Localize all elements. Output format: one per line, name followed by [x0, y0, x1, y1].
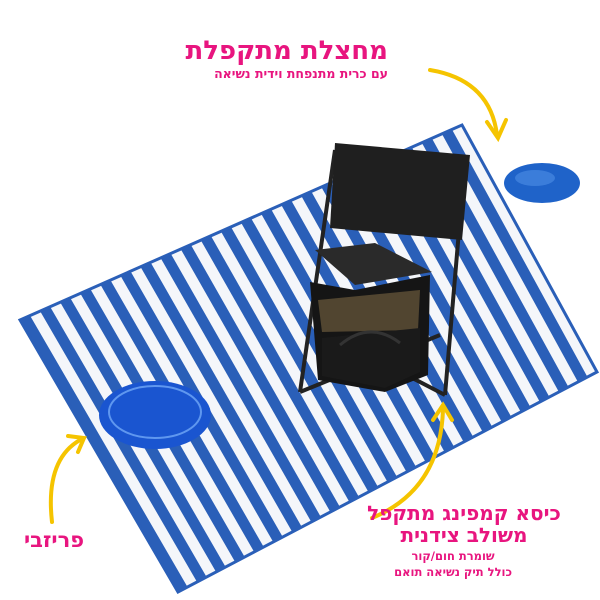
chair-backrest	[330, 143, 470, 240]
frisbee-label: פריזבי	[24, 528, 85, 552]
chair-feature-2: כולל תיק נשיאה תואם	[394, 565, 512, 579]
mat-stripe	[441, 129, 588, 382]
chair-seat	[315, 243, 432, 285]
arrow-to-frisbee	[48, 438, 82, 524]
mat-stripe	[160, 253, 321, 523]
mat-stripe	[40, 306, 207, 582]
mat-subtitle: עם כרית מתנפחת וידית נשיאה	[214, 66, 388, 81]
mat-stripe	[200, 235, 359, 502]
chair-title: כיסא קמפינג מתקפל משולב צידנית	[367, 501, 561, 547]
mat-stripe	[220, 226, 378, 492]
mat-border	[17, 123, 600, 594]
arrow-to-pillow	[428, 68, 499, 137]
mat-title: מחצלת מתקפלת	[185, 36, 388, 66]
arrows	[48, 68, 508, 524]
mat-stripe	[140, 262, 302, 532]
mat-stripe	[20, 315, 188, 592]
mat-stripe	[180, 244, 340, 512]
arrow-to-chair	[370, 408, 445, 520]
chair-feature-1: שומרת חום/קור	[411, 549, 495, 563]
chair-features: שומרת חום/קור כולל תיק נשיאה תואם	[394, 548, 512, 580]
